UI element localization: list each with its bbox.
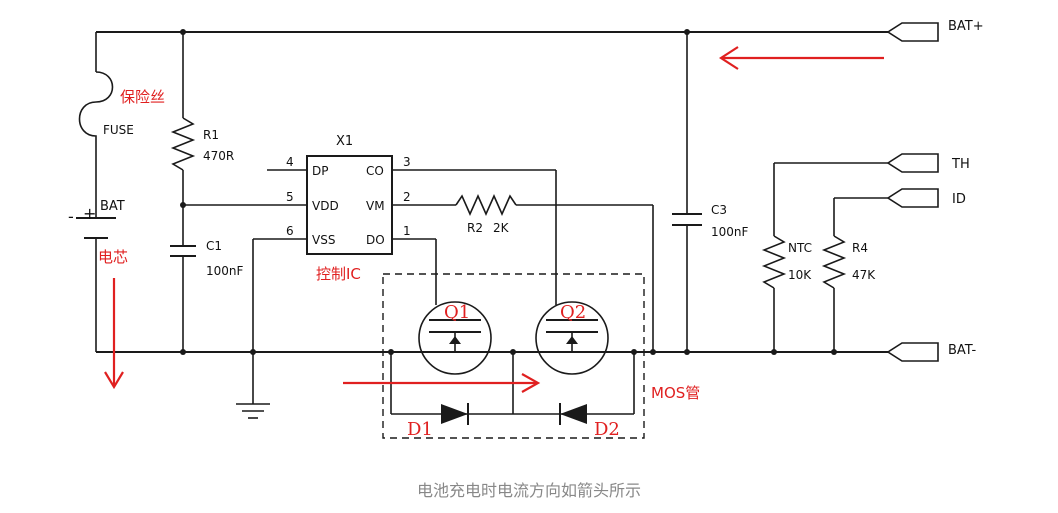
r4-name: R4: [852, 241, 868, 255]
r1-resistor: R1 470R: [170, 32, 234, 246]
ntc-value: 10K: [788, 268, 812, 282]
c1-value: 100nF: [206, 264, 244, 278]
port-bat-plus: BAT+: [886, 19, 984, 42]
junction-ground: [250, 349, 256, 355]
current-arrow-top: [718, 46, 884, 70]
ic-pin-name: DO: [366, 233, 385, 247]
junction-r1-top: [180, 29, 186, 35]
fuse: FUSE 保险丝: [78, 32, 165, 148]
junction-c1-bottom: [180, 349, 186, 355]
ic-pin-name: VM: [366, 199, 385, 213]
junction-c3-bottom: [684, 349, 690, 355]
r4-resistor: R4 47K: [821, 197, 888, 352]
ntc-thermistor: NTC 10K: [761, 162, 888, 352]
q2-label: Q2: [560, 302, 586, 323]
port-th: TH: [886, 153, 970, 173]
mosfet-q2: Q2: [532, 170, 612, 375]
ic-pin-name: VSS: [312, 233, 335, 247]
d2-label: D2: [594, 419, 620, 440]
fuse-label: FUSE: [103, 123, 134, 137]
r1-name: R1: [203, 128, 219, 142]
port-bat-minus: BAT-: [886, 342, 977, 362]
port-bat-minus-label: BAT-: [948, 343, 977, 358]
port-bat-plus-label: BAT+: [948, 19, 984, 34]
ic-pin-name: CO: [366, 164, 384, 178]
ic-pin-name: DP: [312, 164, 328, 178]
r1-value: 470R: [203, 149, 234, 163]
diode-d2: D2: [559, 403, 620, 440]
r2-value: 2K: [493, 221, 510, 235]
figure-caption: 电池充电时电流方向如箭头所示: [417, 481, 641, 500]
mosfet-block-outline: [382, 273, 645, 439]
diode-d1: D1: [407, 403, 469, 440]
junction-r4: [831, 349, 837, 355]
junction-c3-top: [684, 29, 690, 35]
battery-cell: BAT + - 电芯: [68, 148, 128, 352]
battery-label: BAT: [100, 199, 125, 214]
junction-d-mid: [510, 349, 516, 355]
control-ic: X1 控制IC 4 DP 5 VDD 6 VSS 3 CO 2 VM 1 DO: [183, 134, 556, 283]
ic-pin-num: 4: [286, 155, 294, 169]
port-id-label: ID: [952, 192, 966, 207]
ntc-name: NTC: [788, 241, 812, 255]
ic-pin-num: 2: [403, 190, 411, 204]
r2-name: R2: [467, 221, 483, 235]
junction-d-right: [631, 349, 637, 355]
r4-value: 47K: [852, 268, 876, 282]
ic-pin-num: 6: [286, 224, 294, 238]
d1-label: D1: [407, 419, 433, 440]
junction-vm: [650, 349, 656, 355]
ic-note: 控制IC: [316, 265, 361, 283]
r2-resistor: R2 2K: [455, 194, 654, 352]
battery-note: 电芯: [98, 248, 128, 266]
ic-pin-num: 3: [403, 155, 411, 169]
c1-capacitor: C1 100nF: [170, 239, 244, 352]
ground-symbol: [236, 239, 270, 419]
ic-pin-num: 5: [286, 190, 294, 204]
fuse-note: 保险丝: [120, 88, 165, 106]
c1-name: C1: [206, 239, 222, 253]
mosfet-q1: Q1: [415, 239, 495, 375]
c3-name: C3: [711, 203, 727, 217]
battery-plus: +: [83, 204, 96, 223]
junction-d-left: [388, 349, 394, 355]
port-th-label: TH: [951, 157, 970, 172]
q1-label: Q1: [444, 302, 470, 323]
junction-ntc: [771, 349, 777, 355]
port-id: ID: [886, 188, 966, 208]
current-arrow-bottom: [343, 373, 541, 393]
current-arrow-left: [104, 278, 124, 390]
ic-pin-name: VDD: [312, 199, 339, 213]
c3-capacitor: C3 100nF: [672, 32, 749, 352]
battery-minus: -: [68, 207, 74, 226]
mosfet-note: MOS管: [651, 384, 700, 402]
c3-value: 100nF: [711, 225, 749, 239]
ic-pin-num: 1: [403, 224, 411, 238]
ic-name: X1: [336, 134, 353, 149]
